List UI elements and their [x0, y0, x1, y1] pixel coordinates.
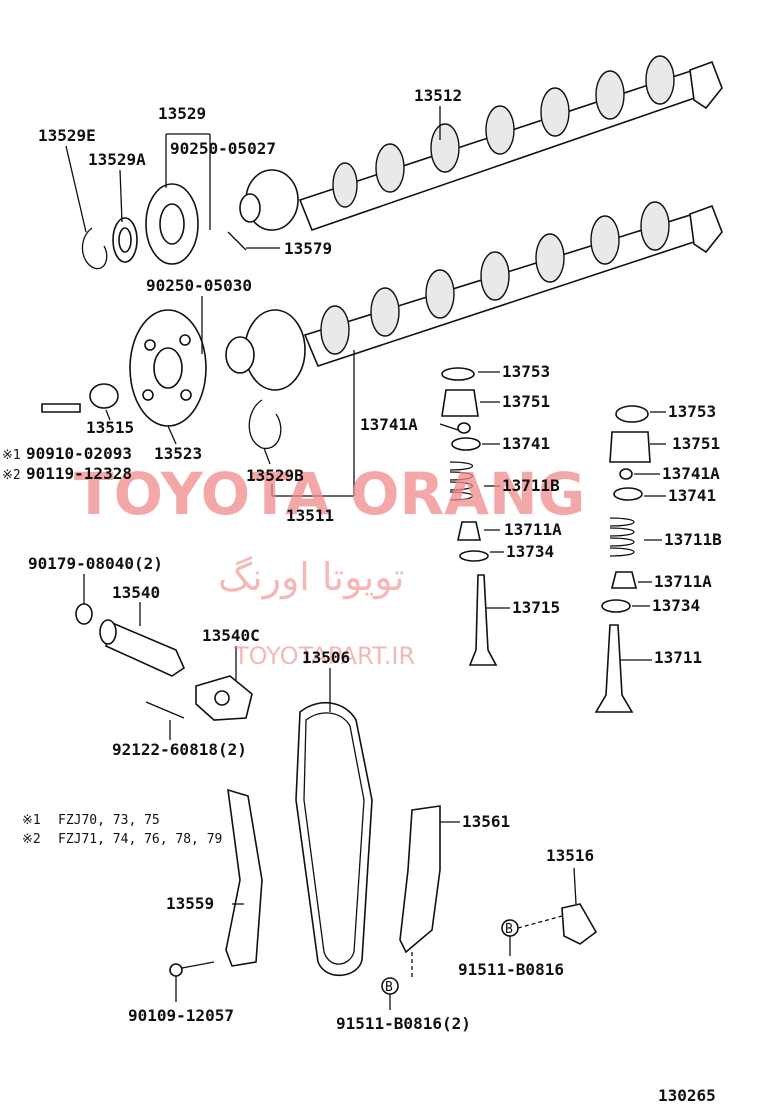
label-13741-b: 13741 [668, 486, 716, 505]
label-13711: 13711 [654, 648, 702, 667]
bolt-90109 [169, 961, 215, 977]
bolt-b-right: B [501, 919, 519, 937]
label-13561: 13561 [462, 812, 510, 831]
label-13579: 13579 [284, 239, 332, 258]
part-13515 [89, 383, 119, 409]
pin-13579 [227, 231, 247, 251]
label-90250-05030: 90250-05030 [146, 276, 252, 295]
label-13711B-b: 13711B [664, 530, 722, 549]
stud-92122 [145, 701, 185, 719]
label-13559: 13559 [166, 894, 214, 913]
bolt-b-letter: B [505, 922, 513, 937]
label-91511-B0816: 91511-B0816 [458, 960, 564, 979]
label-92122-60818: 92122-60818(2) [112, 740, 247, 759]
label-13516: 13516 [546, 846, 594, 865]
camshaft-upper [239, 55, 723, 232]
label-90179-08040: 90179-08040(2) [28, 554, 163, 573]
label-91511-B0816-2: 91511-B0816(2) [336, 1014, 471, 1033]
valve-group-b [594, 405, 651, 713]
figure-number: 130265 [658, 1086, 716, 1105]
label-90119-12328: 90119-12328 [26, 464, 132, 483]
washer-13529A [112, 217, 138, 263]
chain-13506 [295, 702, 373, 977]
label-mark2: ※2 [2, 468, 21, 483]
label-13711A-a: 13711A [504, 520, 562, 539]
label-13512: 13512 [414, 86, 462, 105]
snap-ring-13529E [81, 227, 108, 270]
watermark-line2: تویوتا اورنگ [218, 555, 405, 600]
note2-text: FZJ71, 74, 76, 78, 79 [58, 832, 222, 847]
leader-lines [65, 106, 666, 1010]
label-13753-a: 13753 [502, 362, 550, 381]
camshaft-lower [225, 201, 723, 391]
note1-mark: ※1 [22, 813, 41, 828]
label-13753-b: 13753 [668, 402, 716, 421]
watermark-line1: TOYOTA ORANG [74, 460, 585, 528]
snap-ring-13529B [248, 399, 282, 449]
gear-13523 [129, 309, 207, 427]
tensioner-13540 [75, 603, 186, 677]
bracket-13516 [561, 903, 598, 945]
label-13711B-a: 13711B [502, 476, 560, 495]
label-13511: 13511 [286, 506, 334, 525]
label-13741-a: 13741 [502, 434, 550, 453]
label-13751-b: 13751 [672, 434, 720, 453]
label-13529A: 13529A [88, 150, 146, 169]
chain-guide-13561 [399, 805, 441, 954]
chain-slipper-13559 [225, 788, 263, 967]
note1-text: FZJ70, 73, 75 [58, 813, 160, 828]
label-90910-02093: 90910-02093 [26, 444, 132, 463]
label-13540C: 13540C [202, 626, 260, 645]
label-13734-a: 13734 [506, 542, 554, 561]
label-13711A-b: 13711A [654, 572, 712, 591]
label-13506: 13506 [302, 648, 350, 667]
label-13751-a: 13751 [502, 392, 550, 411]
bolt-90910 [41, 403, 81, 413]
label-90250-05027: 90250-05027 [170, 139, 276, 158]
label-13515: 13515 [86, 418, 134, 437]
label-mark1: ※1 [2, 448, 21, 463]
label-13715: 13715 [512, 598, 560, 617]
label-13741A-b: 13741A [662, 464, 720, 483]
label-13529: 13529 [158, 104, 206, 123]
label-13529E: 13529E [38, 126, 96, 145]
label-13523: 13523 [154, 444, 202, 463]
label-13540: 13540 [112, 583, 160, 602]
bolt-b-letter: B [385, 980, 393, 995]
bolt-b-bottom: B [381, 977, 399, 995]
label-13734-b: 13734 [652, 596, 700, 615]
label-13741A-a: 13741A [360, 415, 418, 434]
watermark-line3: TOYOTAPART.IR [233, 642, 415, 670]
valve-group-a [441, 367, 498, 666]
label-13529B: 13529B [246, 466, 304, 485]
gasket-13540C [195, 675, 253, 721]
label-90109-12057: 90109-12057 [128, 1006, 234, 1025]
note2-mark: ※2 [22, 832, 41, 847]
gear-13529 [145, 183, 199, 265]
